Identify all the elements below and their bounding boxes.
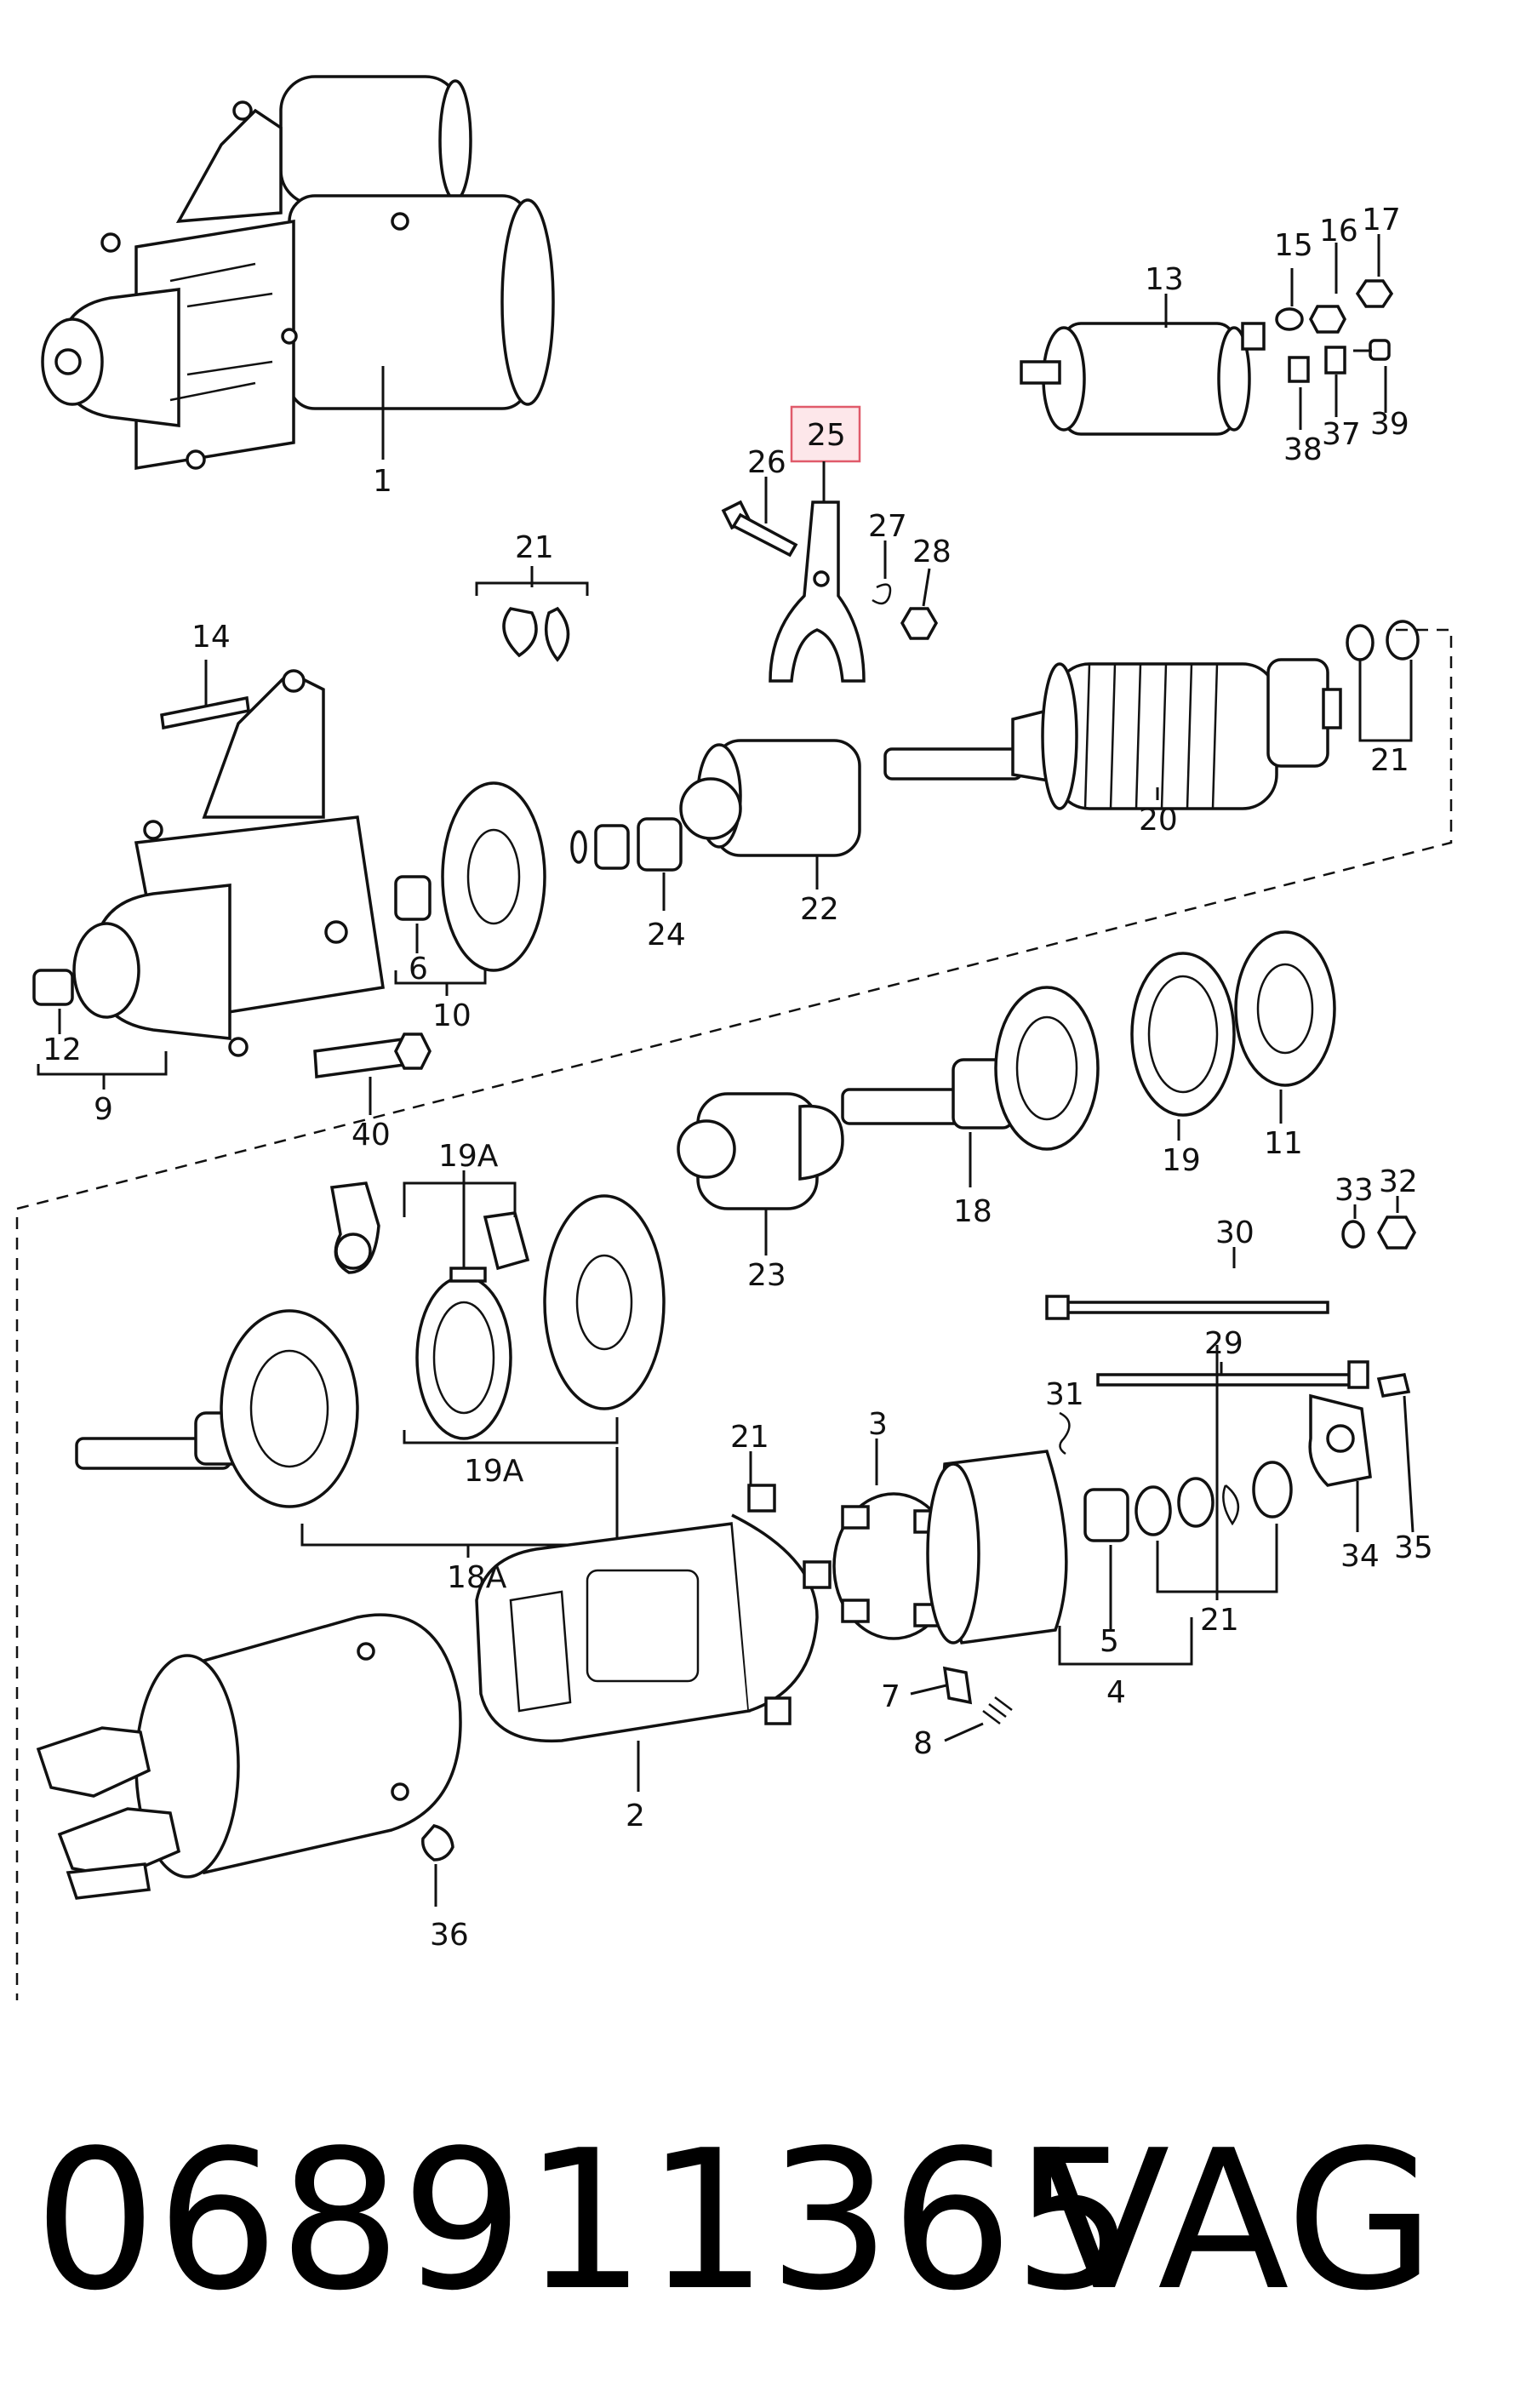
label-15: 15 [1274, 228, 1313, 263]
label-13: 13 [1145, 262, 1184, 297]
pinion-drive-part-lower [677, 1092, 844, 1210]
label-7: 7 [881, 1679, 900, 1714]
shift-lever-small-part [329, 1181, 380, 1274]
label-17: 17 [1362, 203, 1401, 237]
label-38: 38 [1283, 432, 1323, 467]
label-8: 8 [913, 1726, 933, 1761]
part-number: 068911365 [34, 2109, 1136, 2333]
label-1: 1 [373, 464, 392, 499]
label-21-low: 21 [1200, 1603, 1239, 1638]
small-hardware-parts [1275, 279, 1394, 383]
starter-body-part [36, 1613, 462, 1900]
label-5: 5 [1100, 1624, 1119, 1659]
highlighted-part-box [790, 405, 861, 463]
label-37: 37 [1322, 417, 1361, 452]
label-6: 6 [409, 952, 428, 987]
spring-part [982, 1696, 1013, 1724]
ring-gear-19a-part [415, 1267, 512, 1440]
label-21-mid: 21 [730, 1420, 769, 1455]
armature-part [883, 658, 1342, 810]
label-22: 22 [800, 892, 839, 927]
gear-ring-plate-part [1234, 930, 1336, 1087]
label-19: 19 [1162, 1143, 1201, 1178]
ring-gear-part [1130, 952, 1236, 1117]
field-frame-part [475, 1484, 832, 1743]
label-40: 40 [351, 1118, 391, 1153]
label-10: 10 [432, 998, 472, 1033]
bracket-34-part [1308, 1393, 1372, 1487]
label-19a-bottom: 19A [464, 1454, 524, 1489]
label-19a-top: 19A [438, 1139, 499, 1174]
label-39: 39 [1370, 407, 1409, 442]
drive-end-housing-part [72, 669, 385, 1057]
label-36: 36 [430, 1918, 469, 1953]
through-bolt-29-part [1096, 1360, 1369, 1389]
label-25: 25 [807, 418, 846, 453]
label-21-top: 21 [515, 530, 554, 565]
label-30: 30 [1215, 1215, 1255, 1250]
label-16: 16 [1319, 214, 1358, 249]
label-4: 4 [1106, 1675, 1126, 1710]
commutator-end-cover-part [926, 1450, 1068, 1644]
label-32: 32 [1379, 1164, 1418, 1199]
label-27: 27 [868, 509, 907, 544]
label-35: 35 [1394, 1530, 1433, 1565]
label-24: 24 [647, 918, 686, 952]
label-11: 11 [1264, 1126, 1303, 1161]
label-18: 18 [953, 1194, 992, 1229]
bushings-pair-part [502, 606, 570, 662]
bolt-part [721, 500, 798, 558]
label-20: 20 [1139, 803, 1178, 838]
part-number-footer: 068911365 VAG [34, 2111, 1492, 2332]
label-28: 28 [912, 535, 952, 569]
label-29: 29 [1204, 1326, 1243, 1361]
label-18a: 18A [447, 1560, 507, 1595]
label-3: 3 [868, 1407, 888, 1442]
label-2: 2 [626, 1799, 645, 1833]
bearing-plate-19a-part [543, 1194, 666, 1410]
label-14: 14 [191, 620, 231, 655]
part-labels: 1 13 15 16 17 38 37 39 25 26 27 28 21 14… [43, 203, 1433, 1953]
brush-holder-part [832, 1492, 955, 1640]
pinion-drive-part [679, 739, 861, 857]
label-12: 12 [43, 1032, 82, 1067]
through-bolt-30-part [1045, 1295, 1329, 1320]
label-26: 26 [747, 445, 786, 480]
label-9: 9 [94, 1092, 113, 1127]
label-21-right: 21 [1370, 743, 1409, 778]
shift-fork-part [769, 500, 866, 683]
planet-carrier-shaft-part [841, 986, 1100, 1151]
label-23: 23 [747, 1258, 786, 1293]
intermediate-bearing-plate-part [441, 781, 546, 972]
brand-name: VAG [1038, 2109, 1435, 2333]
label-33: 33 [1335, 1173, 1374, 1208]
label-34: 34 [1340, 1539, 1380, 1574]
starter-assembly-part [41, 75, 555, 471]
solenoid-part [1020, 322, 1266, 436]
label-31: 31 [1045, 1377, 1084, 1412]
output-shaft-part [75, 1309, 359, 1508]
